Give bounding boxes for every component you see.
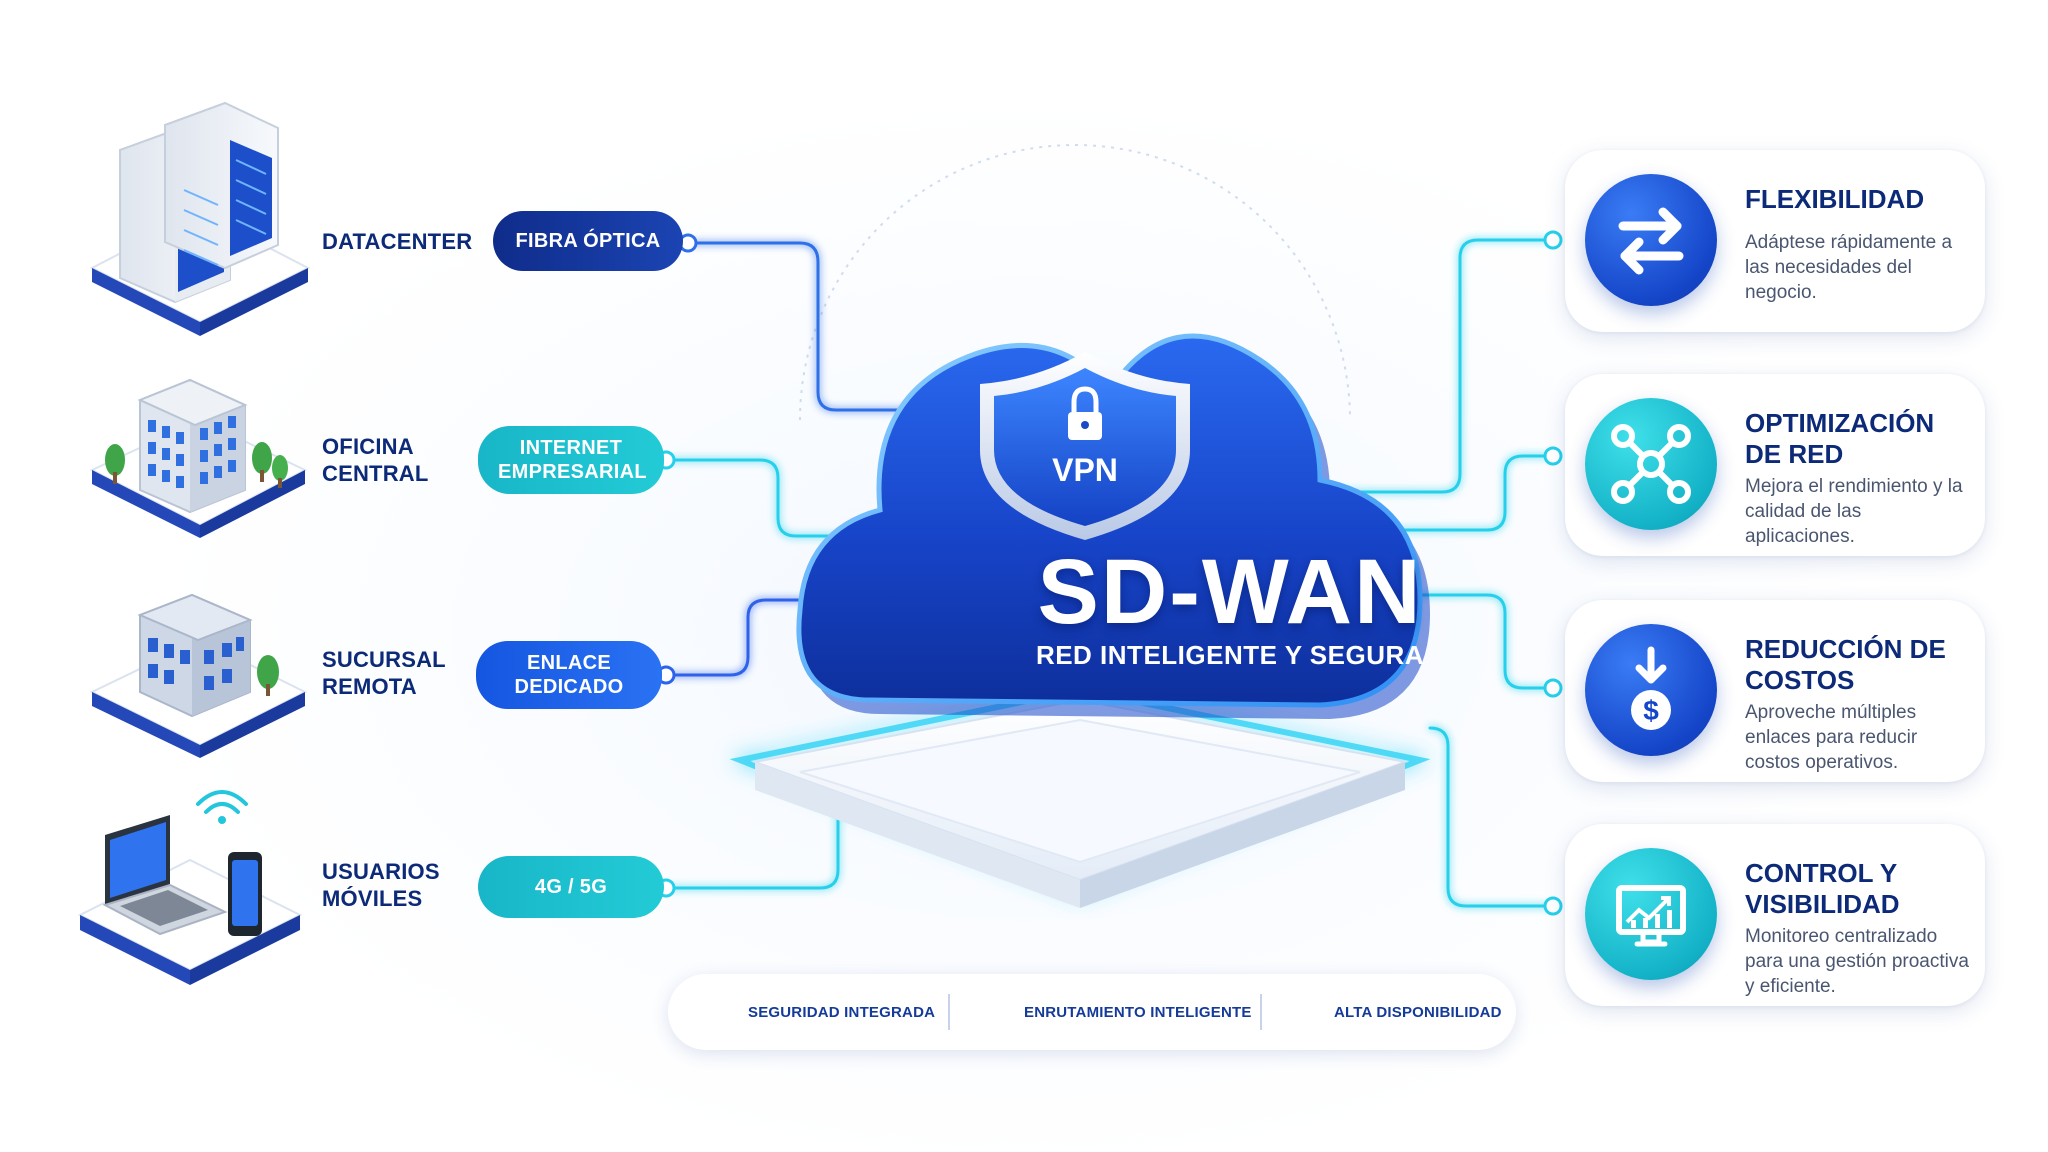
- mobile-users-illustration: [77, 790, 303, 985]
- feature-seguridad: SEGURIDAD INTEGRADA: [748, 974, 935, 1050]
- feature-enrutamiento: ENRUTAMIENTO INTELIGENTE: [1024, 974, 1252, 1050]
- office-building-illustration: [89, 378, 308, 538]
- feature-label: ALTA DISPONIBILIDAD: [1334, 1003, 1502, 1021]
- sdwan-title: SD-WAN: [1037, 541, 1423, 643]
- benefit-card-flexibilidad: FLEXIBILIDAD Adáptese rápidamente a las …: [1565, 150, 1985, 332]
- features-bar: SEGURIDAD INTEGRADA ENRUTAMIENTO INTELIG…: [668, 974, 1516, 1050]
- connection-pill-movil: 4G / 5G: [478, 856, 664, 918]
- benefit-title: FLEXIBILIDAD: [1745, 184, 1925, 214]
- connector-control: [1428, 726, 1555, 908]
- network-nodes-icon: [1585, 398, 1717, 530]
- connection-pill-fibra: FIBRA ÓPTICA: [493, 211, 683, 271]
- svg-text:$: $: [1643, 695, 1659, 726]
- connector-datacenter: [686, 241, 942, 412]
- site-label-movil: USUARIOS MÓVILES: [322, 859, 440, 911]
- connector-sucursal: [664, 598, 832, 677]
- branch-office-illustration: [89, 593, 308, 758]
- feature-alta-disponibilidad: ALTA DISPONIBILIDAD: [1334, 974, 1502, 1050]
- benefit-title: OPTIMIZACIÓN DE RED: [1745, 408, 1935, 469]
- datacenter-illustration: [89, 101, 311, 336]
- benefit-title: REDUCCIÓN DE COSTOS: [1745, 634, 1946, 695]
- connection-pill-enlace: ENLACE DEDICADO: [476, 641, 662, 709]
- dollar-down-icon: $: [1585, 624, 1717, 756]
- site-label-sucursal: SUCURSAL REMOTA: [322, 647, 446, 699]
- benefit-description: Adáptese rápidamente a las necesidades d…: [1745, 232, 1953, 303]
- site-label-datacenter: DATACENTER: [322, 229, 473, 254]
- divider: [1260, 994, 1262, 1030]
- connection-pill-internet: INTERNET EMPRESARIAL: [478, 426, 664, 494]
- benefit-title: CONTROL Y VISIBILIDAD: [1745, 858, 1900, 919]
- benefit-description: Aproveche múltiples enlaces para reducir…: [1745, 702, 1918, 773]
- connector-reduccion: [1408, 593, 1555, 690]
- connector-optimizacion: [1368, 454, 1555, 532]
- site-label-oficina: OFICINA CENTRAL: [322, 434, 429, 486]
- benefit-description: Monitoreo centralizado para una gestión …: [1745, 926, 1969, 997]
- feature-label: SEGURIDAD INTEGRADA: [748, 1003, 936, 1021]
- vpn-shield-icon: [980, 352, 1190, 540]
- vpn-badge-label: VPN: [1052, 452, 1118, 488]
- benefit-description: Mejora el rendimiento y la calidad de la…: [1745, 476, 1963, 547]
- sdwan-subtitle: RED INTELIGENTE Y SEGURA: [1035, 640, 1425, 670]
- benefit-card-control: CONTROL Y VISIBILIDAD Monitoreo centrali…: [1565, 824, 1985, 1006]
- benefit-card-optimizacion: OPTIMIZACIÓN DE RED Mejora el rendimient…: [1565, 374, 1985, 556]
- connector-oficina: [664, 458, 842, 538]
- connector-flexibilidad: [1328, 238, 1555, 494]
- monitor-chart-icon: [1585, 848, 1717, 980]
- arrows-swap-icon: [1585, 174, 1717, 306]
- divider: [948, 994, 950, 1030]
- feature-label: ENRUTAMIENTO INTELIGENTE: [1024, 1003, 1252, 1021]
- benefit-card-reduccion: $ REDUCCIÓN DE COSTOS Aproveche múltiple…: [1565, 600, 1985, 782]
